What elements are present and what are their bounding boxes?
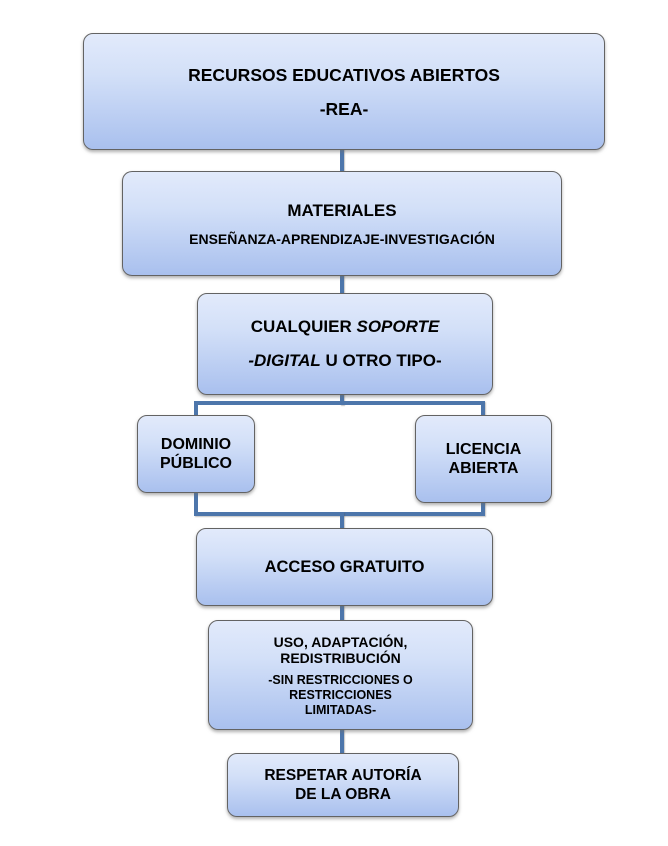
node-materiales-line1: MATERIALES — [287, 200, 397, 220]
node-uso-line1: USO, ADAPTACIÓN, — [273, 634, 408, 650]
node-uso-line3: -SIN RESTRICCIONES O — [268, 673, 413, 687]
connector-soporte-to-branch — [340, 392, 344, 405]
connector-rea-to-materiales — [340, 148, 344, 174]
node-licencia-line1: LICENCIA — [445, 441, 522, 458]
node-materiales: MATERIALES ENSEÑANZA-APRENDIZAJE-INVESTI… — [122, 171, 562, 276]
node-dominio-publico: DOMINIO PÚBLICO — [137, 415, 255, 493]
node-soporte-line2-normal: U OTRO TIPO- — [325, 351, 442, 370]
node-soporte-line2: -DIGITAL U OTRO TIPO- — [248, 344, 441, 378]
node-dominio-line1: DOMINIO — [160, 436, 232, 453]
connector-branch-to-acceso — [340, 512, 344, 531]
node-soporte-line2-italic: -DIGITAL — [248, 351, 321, 370]
node-uso-line5: LIMITADAS- — [304, 703, 377, 717]
node-soporte-line1: CUALQUIER SOPORTE — [251, 310, 440, 344]
node-rea-line2: -REA- — [319, 98, 369, 119]
node-materiales-line2: ENSEÑANZA-APRENDIZAJE-INVESTIGACIÓN — [189, 230, 495, 247]
node-rea-line1: RECURSOS EDUCATIVOS ABIERTOS — [188, 64, 500, 85]
node-cualquier-soporte: CUALQUIER SOPORTE -DIGITAL U OTRO TIPO- — [197, 293, 493, 395]
node-licencia-line2: ABIERTA — [448, 460, 519, 477]
node-recursos-educativos-abiertos: RECURSOS EDUCATIVOS ABIERTOS -REA- — [83, 33, 605, 150]
connector-materiales-to-soporte — [340, 272, 344, 297]
node-acceso-gratuito: ACCESO GRATUITO — [196, 528, 493, 606]
node-respetar-line1: RESPETAR AUTORÍA — [264, 767, 422, 784]
node-acceso-line1: ACCESO GRATUITO — [264, 557, 425, 576]
node-uso-line4: RESTRICCIONES — [289, 688, 392, 702]
node-soporte-line1-italic: SOPORTE — [356, 317, 440, 336]
node-uso-line2: REDISTRIBUCIÓN — [280, 650, 401, 666]
node-dominio-line2: PÚBLICO — [160, 455, 232, 472]
connector-acceso-to-uso — [340, 604, 344, 623]
node-soporte-line1-normal: CUALQUIER — [250, 317, 352, 336]
connector-uso-to-respetar — [340, 728, 344, 755]
node-respetar-line2: DE LA OBRA — [295, 786, 391, 803]
node-licencia-abierta: LICENCIA ABIERTA — [415, 415, 552, 503]
node-uso-adaptacion-redistribucion: USO, ADAPTACIÓN, REDISTRIBUCIÓN -SIN RES… — [208, 620, 473, 730]
node-respetar-autoria: RESPETAR AUTORÍA DE LA OBRA — [227, 753, 459, 817]
